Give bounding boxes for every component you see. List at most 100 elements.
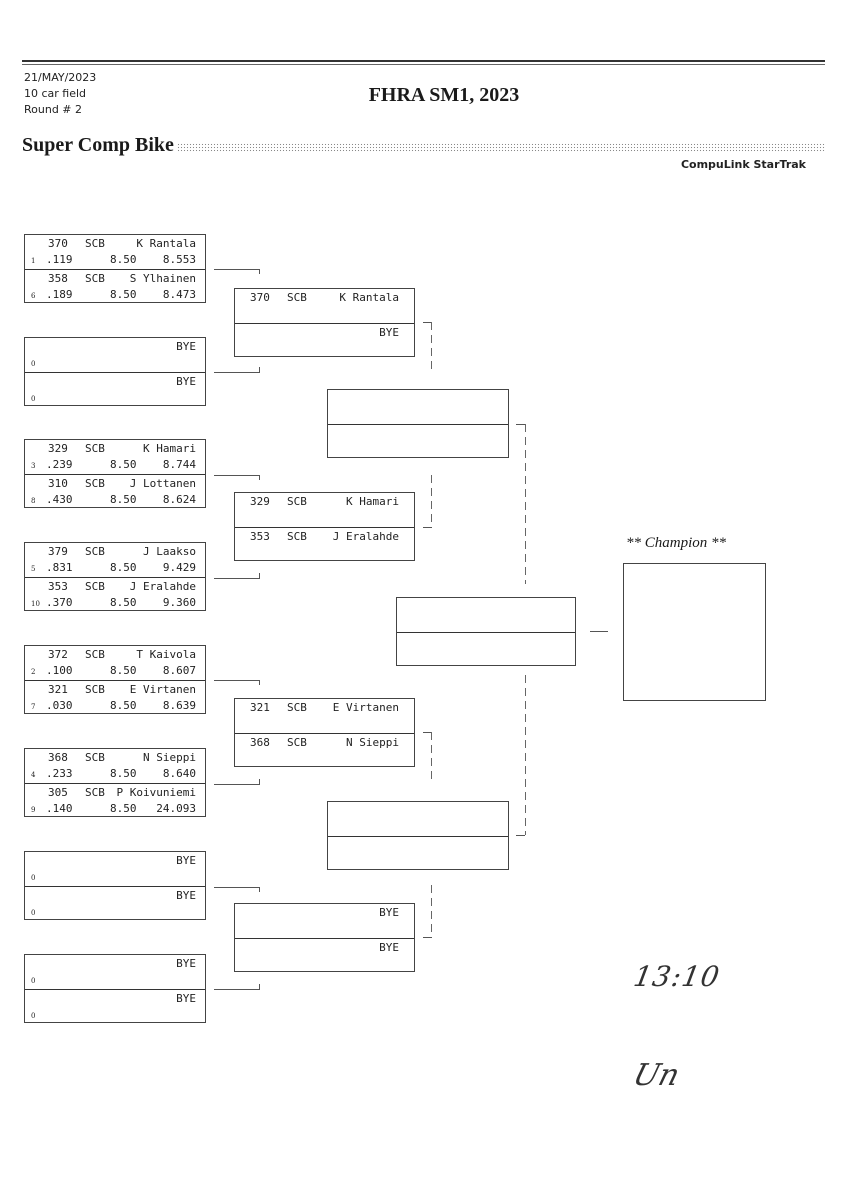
car-class: SCB bbox=[85, 648, 105, 661]
connector-round-1 bbox=[214, 578, 260, 579]
car-class: SCB bbox=[287, 701, 307, 714]
dial-in: 8.50 bbox=[110, 458, 137, 471]
reaction-time: .030 bbox=[46, 699, 73, 712]
round-3-match-1 bbox=[327, 389, 509, 458]
elapsed-time: 8.624 bbox=[162, 493, 196, 506]
racer-name: E Virtanen bbox=[129, 683, 196, 696]
racer-name: J Lottanen bbox=[129, 477, 196, 490]
car-class: SCB bbox=[287, 736, 307, 749]
header-rule-thin bbox=[22, 64, 825, 65]
racer-slot: 368 SCB N Sieppi bbox=[235, 733, 414, 767]
connector-final-champion bbox=[590, 631, 608, 632]
round-3-slot bbox=[328, 390, 508, 424]
title-dotted-fill bbox=[177, 143, 825, 152]
champion-label: ** Champion ** bbox=[626, 535, 727, 551]
connector-round-2-dashed bbox=[431, 885, 432, 937]
racer-name: N Sieppi bbox=[346, 736, 399, 749]
dial-in: 8.50 bbox=[110, 767, 137, 780]
connector-round-2-dashed bbox=[431, 475, 432, 527]
car-number: 305 bbox=[48, 786, 68, 799]
racer-name: BYE bbox=[176, 340, 196, 353]
racer-name: J Eralahde bbox=[332, 530, 399, 543]
elapsed-time: 8.639 bbox=[162, 699, 196, 712]
connector-round-1 bbox=[214, 475, 260, 476]
vendor-label: CompuLink StarTrak bbox=[680, 158, 806, 171]
reaction-time: .189 bbox=[46, 288, 73, 301]
racer-slot: BYE bbox=[235, 323, 414, 357]
car-number: 358 bbox=[48, 272, 68, 285]
connector-round-1-tick bbox=[259, 573, 260, 578]
event-title: FHRA SM1, 2023 bbox=[368, 84, 520, 106]
racer-name: BYE bbox=[379, 326, 399, 339]
connector-round-3-dashed bbox=[525, 424, 526, 584]
round-3-match-2 bbox=[327, 801, 509, 870]
qualifying-seed: 9 bbox=[31, 806, 36, 814]
reaction-time: .233 bbox=[46, 767, 73, 780]
racer-name: K Rantala bbox=[136, 237, 196, 250]
champion-box bbox=[623, 563, 766, 701]
qualifying-seed: 0 bbox=[31, 977, 36, 985]
connector-round-1 bbox=[214, 269, 260, 270]
round-number: Round # 2 bbox=[24, 103, 83, 116]
elapsed-time: 8.744 bbox=[162, 458, 196, 471]
car-number: 353 bbox=[48, 580, 68, 593]
qualifying-seed: 6 bbox=[31, 292, 36, 300]
final-match bbox=[396, 597, 576, 666]
dial-in: 8.50 bbox=[110, 802, 137, 815]
car-number: 321 bbox=[250, 701, 270, 714]
car-number: 368 bbox=[250, 736, 270, 749]
qualifying-seed: 8 bbox=[31, 497, 36, 505]
racer-name: BYE bbox=[176, 889, 196, 902]
racer-name: BYE bbox=[379, 941, 399, 954]
racer-slot: BYE bbox=[235, 938, 414, 972]
elapsed-time: 8.607 bbox=[162, 664, 196, 677]
racer-slot: BYE bbox=[235, 904, 414, 938]
handwritten-time: 13:10 bbox=[631, 960, 723, 993]
connector-round-2 bbox=[423, 322, 432, 323]
car-class: SCB bbox=[85, 442, 105, 455]
reaction-time: .119 bbox=[46, 253, 73, 266]
connector-round-3 bbox=[516, 424, 525, 425]
car-class: SCB bbox=[85, 272, 105, 285]
connector-round-1-tick bbox=[259, 887, 260, 892]
connector-round-1 bbox=[214, 887, 260, 888]
connector-round-2-dashed bbox=[431, 322, 432, 374]
car-number: 329 bbox=[48, 442, 68, 455]
car-class: SCB bbox=[85, 786, 105, 799]
racer-name: K Hamari bbox=[346, 495, 399, 508]
header-rule bbox=[22, 60, 825, 62]
connector-round-1-tick bbox=[259, 367, 260, 372]
racer-name: J Laakso bbox=[143, 545, 196, 558]
event-date: 21/MAY/2023 bbox=[24, 71, 97, 84]
elapsed-time: 8.640 bbox=[162, 767, 196, 780]
connector-round-1 bbox=[214, 372, 260, 373]
dial-in: 8.50 bbox=[110, 561, 137, 574]
racer-name: BYE bbox=[176, 375, 196, 388]
car-class: SCB bbox=[85, 545, 105, 558]
handwritten-signature: Un bbox=[629, 1058, 684, 1093]
dial-in: 8.50 bbox=[110, 596, 137, 609]
racer-name: N Sieppi bbox=[143, 751, 196, 764]
dial-in: 8.50 bbox=[110, 253, 137, 266]
car-number: 321 bbox=[48, 683, 68, 696]
car-number: 372 bbox=[48, 648, 68, 661]
round-3-slot bbox=[328, 836, 508, 870]
car-class: SCB bbox=[287, 530, 307, 543]
racer-name: BYE bbox=[176, 854, 196, 867]
connector-round-1 bbox=[214, 784, 260, 785]
connector-round-1-tick bbox=[259, 984, 260, 989]
